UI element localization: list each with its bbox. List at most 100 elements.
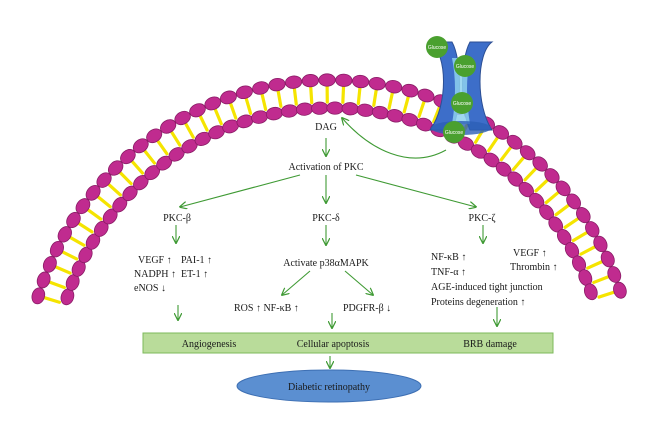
label-thrombin: Thrombin ↑ xyxy=(510,262,558,273)
diabetic-retinopathy-node: Diabetic retinopathy xyxy=(236,369,422,403)
lipid-head xyxy=(613,281,627,299)
lipid-tail xyxy=(586,259,604,270)
lipid-head xyxy=(371,105,389,120)
lipid-head xyxy=(386,109,404,123)
lipid-tail xyxy=(42,295,61,304)
lipid-tail xyxy=(563,216,580,229)
node-activation-pkc: Activation of PKC xyxy=(289,162,364,173)
bar-brb-damage: BRB damage xyxy=(463,339,517,350)
label-vegf-left: VEGF ↑ xyxy=(138,255,172,266)
svg-text:Diabetic retinopathy: Diabetic retinopathy xyxy=(288,382,370,393)
lipid-tail xyxy=(544,190,561,205)
lipid-tail xyxy=(213,107,223,126)
lipid-tail xyxy=(372,87,378,108)
node-pkc-beta: PKC-β xyxy=(163,213,191,224)
pathway-arrows xyxy=(176,118,497,368)
bar-cellular-apoptosis: Cellular apoptosis xyxy=(297,339,370,350)
glucose-molecule: Glucose xyxy=(454,55,476,77)
lipid-tail xyxy=(68,235,86,247)
lipid-head xyxy=(285,75,303,89)
lipid-head xyxy=(318,73,336,87)
label-age: AGE-induced tight junction xyxy=(431,282,543,293)
lipid-tail xyxy=(534,178,550,193)
lipid-head xyxy=(368,77,386,91)
lipid-tail xyxy=(511,155,526,172)
lipid-head xyxy=(326,101,344,115)
lipid-tail xyxy=(244,96,253,115)
lipid-tail xyxy=(142,148,157,165)
lipid-tail xyxy=(53,265,72,275)
lipid-tail xyxy=(47,280,66,290)
lipid-head xyxy=(401,83,419,98)
lipid-tail xyxy=(417,99,426,118)
lipid-tail xyxy=(183,121,195,139)
lipid-tail xyxy=(130,159,145,175)
arrow-glucose-to-dag xyxy=(342,118,447,159)
label-enos: eNOS ↓ xyxy=(134,283,166,294)
label-proteins: Proteins degeneration ↑ xyxy=(431,297,525,308)
lipid-tail xyxy=(60,250,79,261)
lipid-tail xyxy=(579,245,597,256)
svg-text:Glucose: Glucose xyxy=(428,45,447,51)
lipid-head xyxy=(268,77,286,92)
arrow-pkc-to-zeta xyxy=(355,174,476,207)
lipid-tail xyxy=(571,230,589,243)
lipid-tail xyxy=(341,84,346,104)
lipid-tail xyxy=(554,203,571,217)
node-pkc-zeta: PKC-ζ xyxy=(469,213,496,224)
lipid-tail xyxy=(309,85,314,105)
lipid-tail xyxy=(356,85,362,106)
label-tnf: TNF-α ↑ xyxy=(431,267,466,278)
glucose-molecule: Glucose xyxy=(451,92,473,114)
lipid-tail xyxy=(292,86,298,106)
glucose-molecule: Glucose xyxy=(426,36,448,58)
lipid-head xyxy=(356,103,374,117)
lipid-head xyxy=(583,283,598,301)
node-activate-p38: Activate p38αMAPK xyxy=(283,258,369,269)
bar-angiogenesis: Angiogenesis xyxy=(182,339,237,350)
lipid-tail xyxy=(432,105,442,124)
lipid-tail xyxy=(276,88,283,108)
svg-text:Glucose: Glucose xyxy=(456,64,475,70)
lipid-head xyxy=(280,104,298,118)
outcome-bar: Angiogenesis Cellular apoptosis BRB dama… xyxy=(142,332,554,354)
label-nfkb-right: NF-κB ↑ xyxy=(431,252,466,263)
lipid-tail xyxy=(169,129,182,147)
glucose-molecule: Glucose xyxy=(443,121,465,143)
label-pdgfr: PDGFR-β ↓ xyxy=(343,303,391,314)
lipid-tail xyxy=(499,145,513,162)
lipid-tail xyxy=(86,208,103,221)
lipid-head xyxy=(235,85,253,100)
lipid-tail xyxy=(156,139,169,156)
arrow-p38-to-ros xyxy=(282,270,311,295)
svg-text:Glucose: Glucose xyxy=(445,130,464,136)
lipid-head xyxy=(351,74,370,89)
label-pai1: PAI-1 ↑ xyxy=(181,255,212,266)
lipid-head xyxy=(295,102,314,116)
lipid-head xyxy=(385,80,403,94)
lipid-tail xyxy=(487,135,500,153)
lipid-tail xyxy=(260,92,268,112)
lipid-head xyxy=(265,106,283,121)
lipid-tail xyxy=(387,90,395,110)
lipid-head xyxy=(204,96,222,111)
lipid-tail xyxy=(198,114,209,132)
label-vegf-right: VEGF ↑ xyxy=(513,248,547,259)
label-et1: ET-1 ↑ xyxy=(181,269,208,280)
arrow-pkc-to-beta xyxy=(180,174,301,207)
arrow-p38-to-pdgfr xyxy=(344,270,373,295)
lipid-head xyxy=(417,88,435,103)
lipid-tail xyxy=(118,170,133,186)
lipid-tail xyxy=(597,290,616,299)
lipid-tail xyxy=(96,195,112,209)
lipid-head xyxy=(311,101,329,115)
svg-text:Glucose: Glucose xyxy=(453,101,472,107)
lipid-tail xyxy=(76,221,94,234)
lipid-head xyxy=(301,74,319,88)
lipid-tail xyxy=(523,166,538,182)
node-dag: DAG xyxy=(315,122,337,133)
lipid-head xyxy=(607,266,622,283)
label-ros-nfkb: ROS ↑ NF-κB ↑ xyxy=(234,303,299,314)
